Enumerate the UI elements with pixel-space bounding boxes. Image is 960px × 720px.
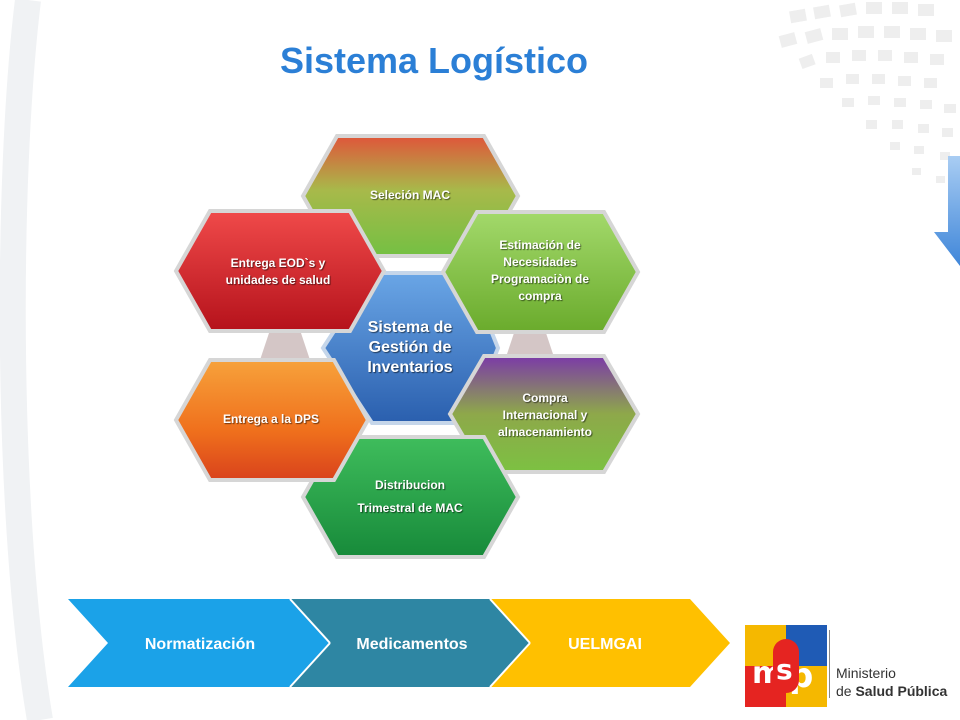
hex-label-line: almacenamiento [497, 425, 593, 439]
hex-label-compra: Compra Internacional y almacenamiento [475, 390, 615, 441]
chevron-label-uelmgai: UELMGAI [568, 636, 642, 653]
hex-label-line: Inventarios [367, 359, 453, 376]
hex-label-line: Seleción MAC [369, 188, 450, 202]
logo-text-line2: de Salud Pública [836, 682, 947, 700]
hex-label-entrega-dps: Entrega a la DPS [196, 411, 346, 428]
hex-entrega-eod [173, 209, 387, 333]
hex-label-entrega-eod: Entrega EOD`s y unidades de salud [203, 255, 353, 289]
hex-label-line: Programaciòn de [490, 272, 590, 286]
hex-label-line: unidades de salud [225, 273, 331, 287]
hex-label-distribucion: Distribucion Trimestral de MAC [330, 477, 490, 517]
chevron-label-medicamentos: Medicamentos [356, 636, 468, 653]
hex-label-line: Internacional y [502, 408, 588, 422]
hex-label-center: Sistema de Gestión de Inventarios [345, 318, 475, 378]
chevron-normatizacion[interactable] [68, 599, 330, 687]
logo-divider [829, 630, 830, 698]
hex-label-estimacion: Estimación de Necesidades Programaciòn d… [470, 237, 610, 305]
hex-label-line: Gestión de [368, 339, 452, 356]
logo-text-de: de [836, 683, 852, 699]
hex-label-line: Estimación de [499, 238, 581, 252]
hex-label-line: Compra [522, 391, 568, 405]
msp-logo-icon: m p s [745, 625, 827, 707]
hex-estimacion [440, 210, 641, 334]
hex-label-line: Trimestral de MAC [357, 501, 463, 515]
slide-title: Sistema Logístico [279, 40, 589, 81]
logo-text-line1: Ministerio [836, 665, 896, 681]
chevron-medicamentos[interactable] [290, 599, 530, 687]
hex-label-line: Entrega a la DPS [222, 412, 320, 426]
hex-label-line: Necesidades [503, 255, 577, 269]
logo-text-salud-publica: Salud Pública [855, 683, 948, 699]
chevron-uelmgai[interactable] [490, 599, 730, 687]
chevron-label-normatizacion: Normatización [144, 636, 256, 653]
hex-label-seleccion: Seleción MAC [330, 187, 490, 204]
hex-label-line: Sistema de [367, 319, 453, 336]
svg-text:s: s [776, 653, 793, 686]
side-arrow-icon [934, 156, 960, 266]
hex-label-line: Entrega EOD`s y [230, 256, 326, 270]
hex-entrega-dps [173, 358, 371, 482]
hex-label-line: Distribucion [374, 478, 445, 492]
hex-label-line: compra [518, 289, 562, 303]
